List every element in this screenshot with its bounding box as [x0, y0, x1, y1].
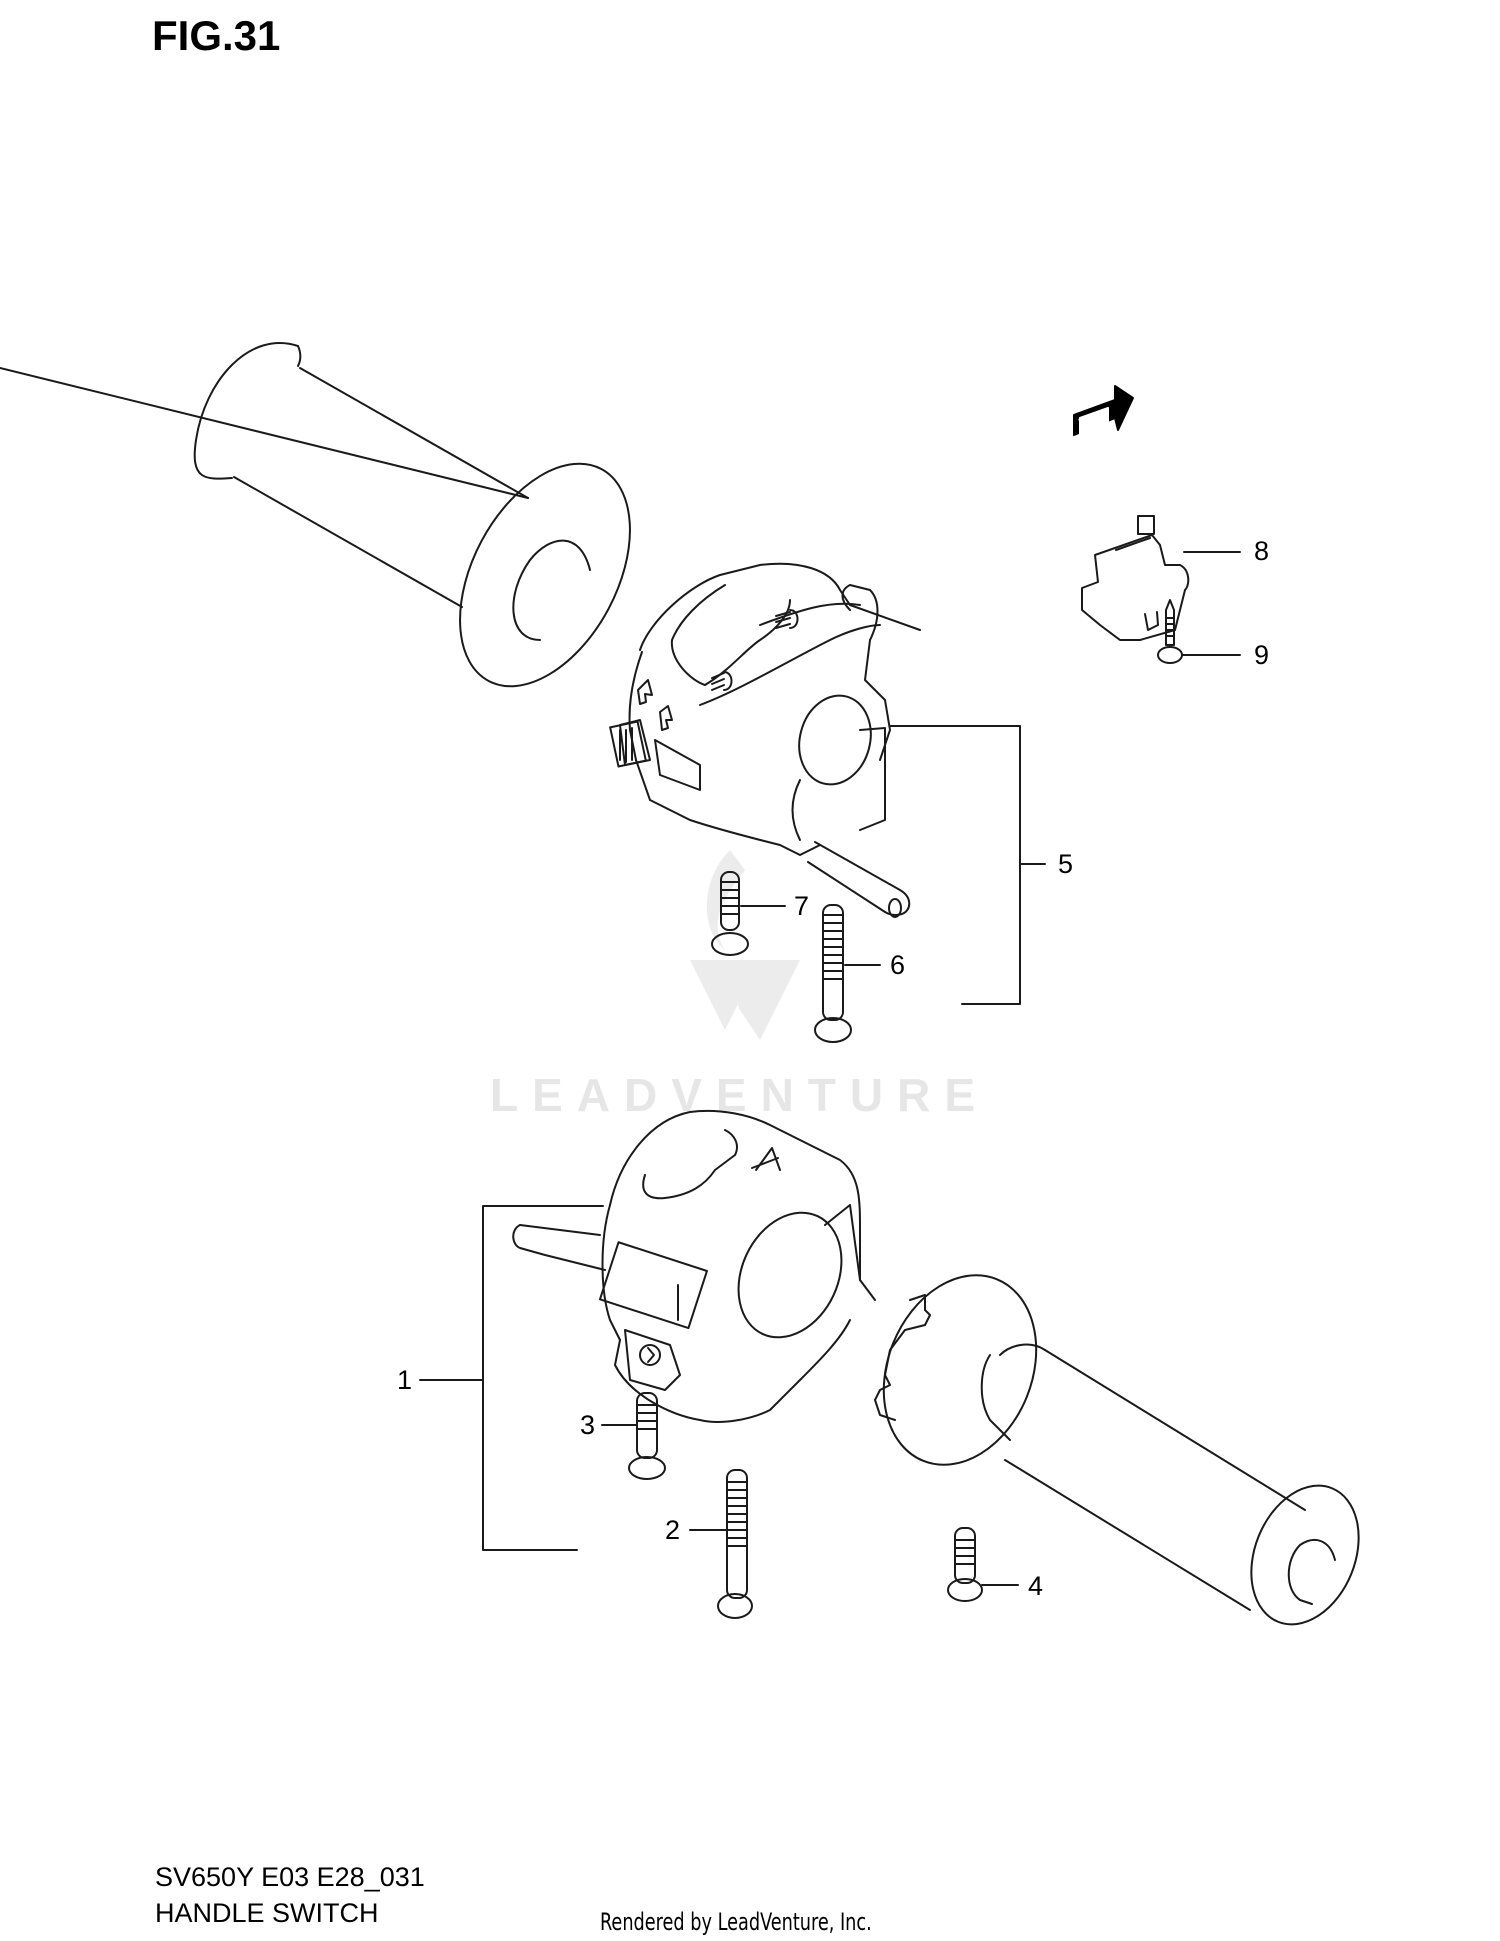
left-handle-switch-drawing: [610, 564, 920, 917]
switch-module-drawing: [1082, 516, 1240, 640]
fwd-direction-arrow-icon: [1074, 386, 1133, 435]
section-name: HANDLE SWITCH: [155, 1898, 379, 1928]
left-grip-drawing: [0, 343, 665, 715]
model-code: SV650Y E03 E28_031: [155, 1862, 425, 1892]
callout-7: 7: [794, 891, 810, 921]
right-handle-switch-drawing: [513, 1111, 875, 1422]
callout-3: 3: [580, 1410, 596, 1440]
callout-2: 2: [665, 1515, 681, 1545]
callout-1: 1: [397, 1365, 413, 1395]
screw-4-drawing: [948, 1528, 1018, 1601]
callout-4: 4: [1028, 1571, 1044, 1601]
low-beam-icon: [712, 672, 732, 690]
screw-3-drawing: [602, 1393, 665, 1479]
callout-8: 8: [1254, 536, 1270, 566]
callout-bracket-1: [420, 1206, 603, 1550]
callout-9: 9: [1254, 640, 1270, 670]
high-beam-icon: [776, 610, 798, 628]
rendered-by-credit: Rendered by LeadVenture, Inc.: [600, 1908, 872, 1936]
callout-6: 6: [890, 950, 906, 980]
screw-9-drawing: [1158, 600, 1240, 663]
callout-5: 5: [1058, 849, 1074, 879]
screw-2-drawing: [690, 1470, 752, 1618]
turn-signal-arrow-icon: [638, 680, 672, 730]
screw-7-drawing: [712, 872, 785, 955]
figure-title: FIG.31: [152, 12, 281, 59]
right-grip-drawing: [857, 1252, 1379, 1640]
start-button-icon: [639, 1344, 661, 1366]
callout-bracket-5: [890, 726, 1045, 1004]
engine-stop-icon: [752, 1148, 780, 1170]
horn-button-icon: [610, 722, 646, 767]
screw-6-drawing: [815, 905, 880, 1042]
leadventure-logo-watermark: [690, 850, 800, 1040]
